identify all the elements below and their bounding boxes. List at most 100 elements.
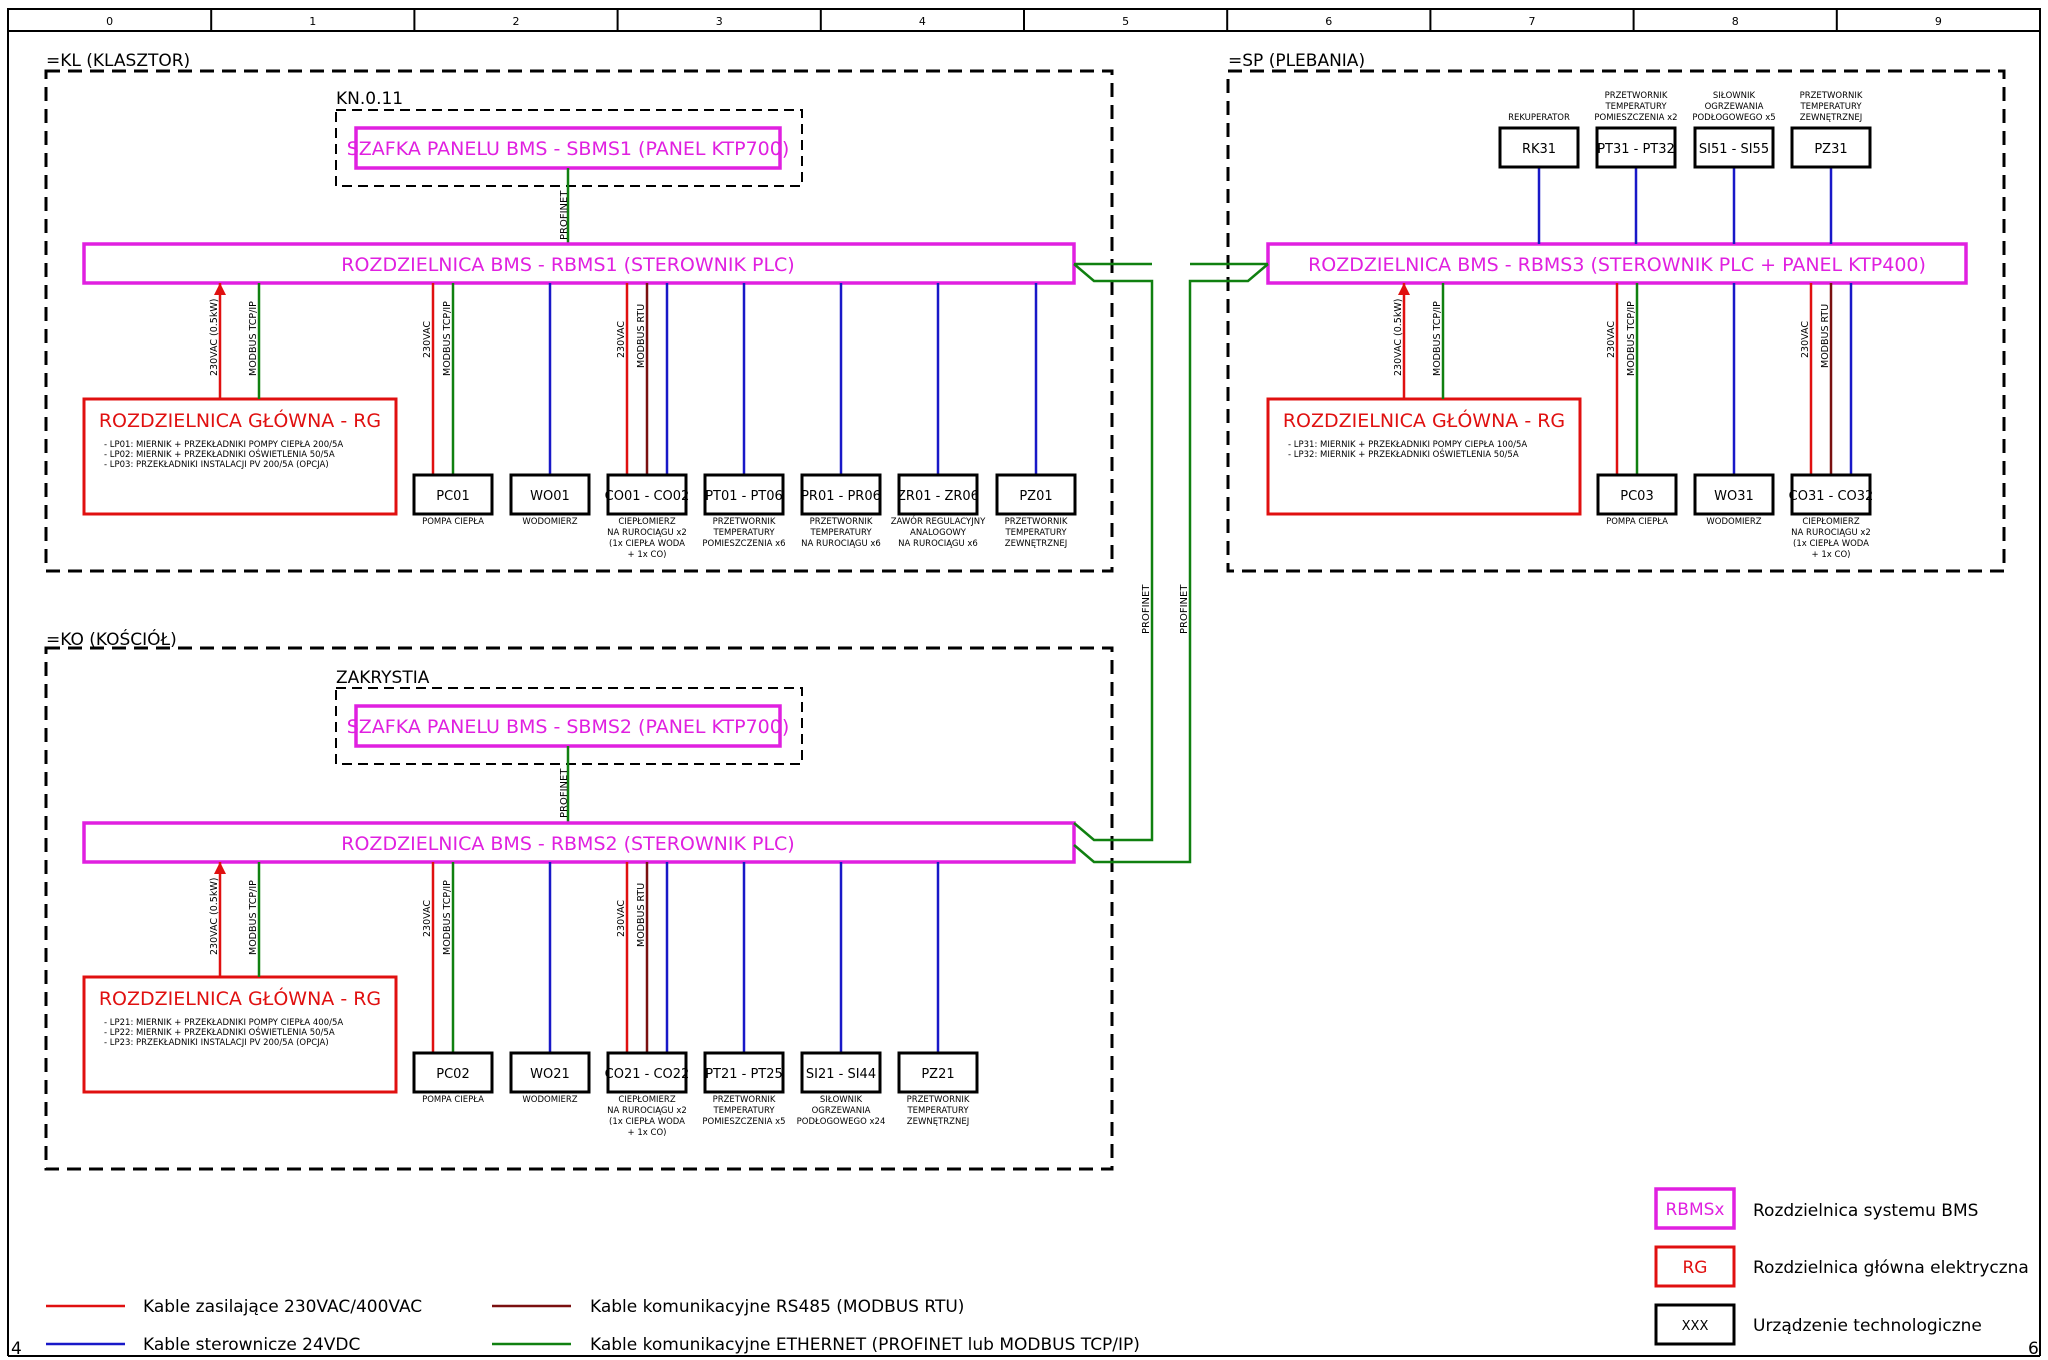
device-desc: NA RUROCIĄGU x2 (607, 528, 687, 538)
wire-pc02-tcp-label: MODBUS TCP/IP (442, 880, 453, 955)
device-desc: PRZETWORNIK (1800, 91, 1863, 101)
device-code: PZ01 (1019, 489, 1052, 504)
device-code: PZ21 (921, 1067, 954, 1082)
legend-red-label: Kable zasilające 230VAC/400VAC (143, 1297, 422, 1317)
device-desc: PRZETWORNIK (1605, 91, 1668, 101)
device-code: PR01 - PR06 (801, 489, 881, 504)
room-kn011-label: KN.0.11 (336, 89, 403, 109)
profinet-label-link-a: PROFINET (1141, 584, 1152, 634)
device-desc: PODŁOGOWEGO x5 (1692, 113, 1775, 123)
rbms1-label: ROZDZIELNICA BMS - RBMS1 (STEROWNIK PLC) (341, 254, 794, 276)
zone-kosciol-frame (44, 646, 1114, 1171)
device-code: CO21 - CO22 (605, 1067, 690, 1082)
rg-kosciol: ROZDZIELNICA GŁÓWNA - RG - LP21: MIERNIK… (82, 975, 398, 1094)
device-desc: CIEPŁOMIERZ (618, 517, 676, 527)
device-desc: + 1x CO) (628, 550, 667, 560)
zone-plebania-frame (1226, 69, 2006, 573)
device-code: PC03 (1620, 489, 1653, 504)
device-si51-si55: SI51 - SI55SIŁOWNIKOGRZEWANIAPODŁOGOWEGO… (1692, 91, 1776, 169)
profinet-label-sbms2: PROFINET (559, 768, 570, 818)
device-si21-si44: SI21 - SI44SIŁOWNIKOGRZEWANIAPODŁOGOWEGO… (797, 1051, 886, 1127)
device-desc: (1x CIEPŁA WODA (609, 1117, 685, 1127)
zone-klasztor-frame (44, 69, 1114, 573)
ruler-cell-8: 8 (1732, 15, 1739, 28)
device-desc: OGRZEWANIA (812, 1106, 871, 1116)
ruler-cell-4: 4 (919, 15, 926, 28)
device-desc: POMIESZCZENIA x6 (702, 539, 785, 549)
rg-feed-power-label-ko: 230VAC (0.5kW) (209, 878, 220, 955)
wire-co31-power-label: 230VAC (1800, 321, 1811, 358)
device-desc: ZEWNĘTRZNEJ (1005, 539, 1067, 549)
device-desc: TEMPERATURY (712, 1106, 775, 1116)
rg-feed-tcp-label-sp: MODBUS TCP/IP (1432, 301, 1443, 376)
device-code: WO31 (1714, 489, 1754, 504)
device-desc: TEMPERATURY (1604, 102, 1667, 112)
device-desc: PRZETWORNIK (1005, 517, 1068, 527)
device-code: PT21 - PT25 (705, 1067, 783, 1082)
device-pt01-pt06: PT01 - PT06PRZETWORNIKTEMPERATURYPOMIESZ… (702, 473, 786, 549)
device-pt21-pt25: PT21 - PT25PRZETWORNIKTEMPERATURYPOMIESZ… (702, 1051, 786, 1127)
corner-number-right: 6 (2028, 1339, 2039, 1359)
legend-blue-label: Kable sterownicze 24VDC (143, 1335, 360, 1355)
wire-co21-rtu-label: MODBUS RTU (636, 883, 647, 947)
device-code: SI51 - SI55 (1699, 142, 1769, 157)
sbms1-label: SZAFKA PANELU BMS - SBMS1 (PANEL KTP700) (347, 138, 790, 160)
rg-klasztor: ROZDZIELNICA GŁÓWNA - RG - LP01: MIERNIK… (82, 397, 398, 516)
device-code: CO01 - CO02 (605, 489, 690, 504)
rg-plebania: ROZDZIELNICA GŁÓWNA - RG - LP31: MIERNIK… (1266, 397, 1582, 516)
device-desc: TEMPERATURY (712, 528, 775, 538)
legend-rg-box: RG (1683, 1258, 1708, 1278)
device-desc: ZEWNĘTRZNEJ (1800, 113, 1862, 123)
device-desc: SIŁOWNIK (820, 1095, 863, 1105)
arrow-up-icon (214, 283, 226, 295)
device-pt31-pt32: PT31 - PT32 PRZETWORNIKTEMPERATURYPOMIESZ… (1594, 91, 1678, 169)
rbms1-panel: ROZDZIELNICA BMS - RBMS1 (STEROWNIK PLC) (82, 242, 1076, 285)
sbms2-label: SZAFKA PANELU BMS - SBMS2 (PANEL KTP700) (347, 716, 790, 738)
sbms1-panel: SZAFKA PANELU BMS - SBMS1 (PANEL KTP700) (347, 126, 790, 170)
ruler-cell-7: 7 (1529, 15, 1536, 28)
device-code: ZR01 - ZR06 (897, 489, 979, 504)
device-code: PT31 - PT32 (1597, 142, 1675, 157)
device-desc: PRZETWORNIK (810, 517, 873, 527)
rbms3-panel: ROZDZIELNICA BMS - RBMS3 (STEROWNIK PLC … (1266, 242, 1968, 285)
arrow-up-icon (214, 862, 226, 874)
device-desc: + 1x CO) (1812, 550, 1851, 560)
wire-co21-power-label: 230VAC (616, 900, 627, 937)
device-desc: + 1x CO) (628, 1128, 667, 1138)
ruler-cell-9: 9 (1935, 15, 1942, 28)
arrow-up-icon (1398, 283, 1410, 295)
zone-klasztor-label: =KL (KLASZTOR) (46, 51, 190, 71)
device-desc: PRZETWORNIK (907, 1095, 970, 1105)
profinet-label-sbms1: PROFINET (559, 190, 570, 240)
device-desc: (1x CIEPŁA WODA (1793, 539, 1869, 549)
device-desc: NA RUROCIĄGU x2 (607, 1106, 687, 1116)
legend-rbms-box: RBMSx (1666, 1200, 1725, 1220)
device-desc: (1x CIEPŁA WODA (609, 539, 685, 549)
wire-co31-rtu-label: MODBUS RTU (1820, 304, 1831, 368)
device-desc: WODOMIERZ (522, 1095, 577, 1105)
device-desc: NA RUROCIĄGU x6 (801, 539, 881, 549)
sbms2-panel: SZAFKA PANELU BMS - SBMS2 (PANEL KTP700) (347, 704, 790, 748)
rg-kosciol-line-3: - LP23: PRZEKŁADNIKI INSTALACJI PV 200/5… (104, 1038, 329, 1048)
legend-rg-text: Rozdzielnica główna elektryczna (1753, 1258, 2029, 1278)
ruler-cell-2: 2 (513, 15, 520, 28)
device-desc: WODOMIERZ (1706, 517, 1761, 527)
device-desc: POMIESZCZENIA x2 (1594, 113, 1677, 123)
wire-pc02-power-label: 230VAC (422, 900, 433, 937)
zone-kosciol-label: =KO (KOŚCIÓŁ) (46, 628, 177, 650)
device-desc: PODŁOGOWEGO x24 (797, 1117, 886, 1127)
